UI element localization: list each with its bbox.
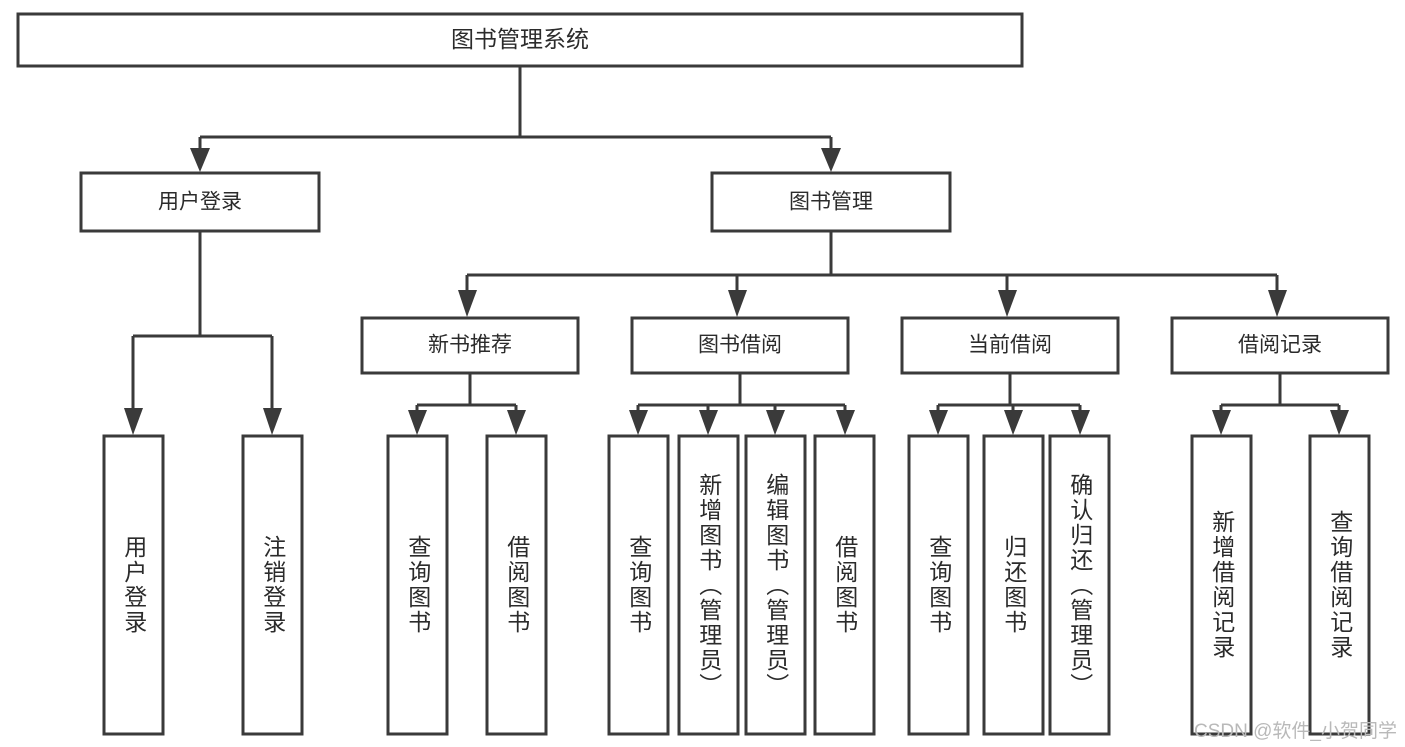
leaf-box[interactable] [241, 434, 304, 736]
node-root[interactable]: 图书管理系统 [16, 12, 1024, 68]
arrow-login-leaf1 [124, 408, 143, 435]
arrow-newbook-l2 [507, 410, 526, 435]
connector-group-newbook [408, 373, 526, 435]
node-current-borrow-box[interactable] [900, 316, 1120, 375]
leaf-box[interactable] [982, 434, 1045, 736]
arrow-bookmgmt-c3 [998, 290, 1017, 317]
node-current-borrow-label: 当前借阅 [968, 334, 1052, 357]
node-book-management-label: 图书管理 [789, 191, 873, 214]
node-book-management[interactable]: 图书管理 [710, 171, 952, 233]
arrow-borrow-l1 [629, 410, 648, 435]
arrow-borrow-l3 [766, 410, 785, 435]
leaf-box[interactable] [744, 434, 807, 736]
leaf-box[interactable] [1308, 434, 1371, 736]
connector-group-borrow [629, 373, 855, 435]
node-book-management-box[interactable] [710, 171, 952, 233]
arrow-current-l3 [1071, 410, 1090, 435]
arrow-bookmgmt-c4 [1268, 290, 1287, 317]
node-book-borrow-label: 图书借阅 [698, 334, 782, 357]
arrow-root-to-login [190, 148, 210, 172]
node-borrow-records-box[interactable] [1170, 316, 1390, 375]
leaf-box[interactable] [1190, 434, 1253, 736]
node-book-borrow-box[interactable] [630, 316, 850, 375]
node-borrow-records-label: 借阅记录 [1238, 334, 1322, 357]
node-root-label: 图书管理系统 [451, 26, 589, 52]
node-book-borrow[interactable]: 图书借阅 [630, 316, 850, 375]
connector-group-bookmgmt [458, 231, 1287, 317]
connector-group-root [190, 66, 841, 172]
arrow-records-l2 [1330, 410, 1349, 435]
arrow-newbook-l1 [408, 410, 427, 435]
node-borrow-records[interactable]: 借阅记录 [1170, 316, 1390, 375]
leaf-box[interactable] [607, 434, 670, 736]
node-new-book-recommend[interactable]: 新书推荐 [360, 316, 580, 375]
arrow-bookmgmt-c2 [728, 290, 747, 317]
leaf-box-group [102, 434, 1371, 736]
leaf-box[interactable] [485, 434, 548, 736]
arrow-login-leaf2 [263, 408, 282, 435]
arrow-bookmgmt-c1 [458, 290, 477, 317]
arrow-current-l2 [1004, 410, 1023, 435]
node-current-borrow[interactable]: 当前借阅 [900, 316, 1120, 375]
connector-group-current [929, 373, 1090, 435]
arrow-current-l1 [929, 410, 948, 435]
leaf-box[interactable] [102, 434, 165, 736]
node-new-book-recommend-box[interactable] [360, 316, 580, 375]
connector-group-login [124, 231, 282, 435]
node-root-box[interactable] [16, 12, 1024, 68]
arrow-borrow-l4 [836, 410, 855, 435]
connector-group-records [1212, 373, 1349, 435]
arrow-borrow-l2 [699, 410, 718, 435]
arrow-records-l1 [1212, 410, 1231, 435]
leaf-box[interactable] [677, 434, 740, 736]
leaf-box[interactable] [907, 434, 970, 736]
node-new-book-recommend-label: 新书推荐 [428, 334, 512, 357]
leaf-box[interactable] [386, 434, 449, 736]
node-user-login-label: 用户登录 [158, 191, 242, 214]
arrow-root-to-bookmgmt [821, 148, 841, 172]
node-user-login[interactable]: 用户登录 [79, 171, 321, 233]
leaf-box[interactable] [1048, 434, 1111, 736]
leaf-box[interactable] [813, 434, 876, 736]
node-user-login-box[interactable] [79, 171, 321, 233]
